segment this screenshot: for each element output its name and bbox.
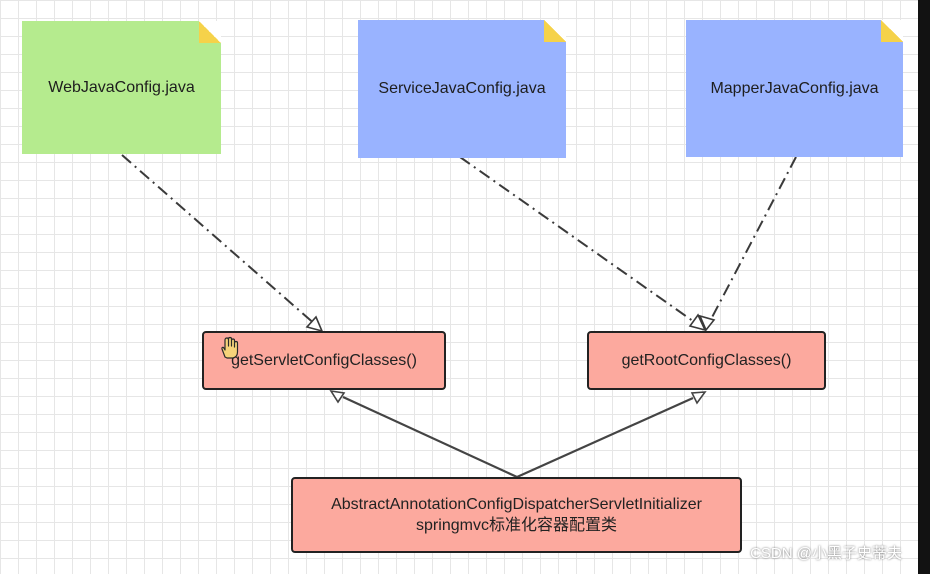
mapper-to-root-arrow [707,156,797,326]
initializer-to-root-line [516,396,694,479]
initializer-to-servlet-line [342,396,518,478]
service-arrowhead [688,313,707,332]
note-fold-corner [544,20,566,42]
web-config-label: WebJavaConfig.java [48,78,195,96]
initializer-class-name: AbstractAnnotationConfigDispatcherServle… [331,496,702,513]
note-fold-corner [881,20,903,42]
window-edge [918,0,930,574]
web-config-note: WebJavaConfig.java [22,21,221,154]
web-to-servlet-arrow [121,154,318,327]
initializer-subtitle: springmvc标准化容器配置类 [416,517,617,534]
initializer-class-box: AbstractAnnotationConfigDispatcherServle… [291,477,742,553]
servlet-config-method-label: getServletConfigClasses() [231,352,417,369]
servlet-config-method-box: getServletConfigClasses() [202,331,446,390]
mapper-config-label: MapperJavaConfig.java [710,79,879,97]
web-arrowhead [305,315,324,333]
hand-cursor-icon [221,336,239,359]
servlet-arrowhead [329,389,346,404]
mapper-arrowhead [698,314,716,332]
root-arrowhead [690,391,707,405]
service-to-root-arrow [459,156,701,327]
root-config-method-label: getRootConfigClasses() [621,352,792,369]
service-config-note: ServiceJavaConfig.java [358,20,566,158]
root-config-method-box: getRootConfigClasses() [587,331,826,390]
service-config-label: ServiceJavaConfig.java [378,80,546,97]
mapper-config-note: MapperJavaConfig.java [686,20,903,157]
note-fold-corner [199,21,221,43]
watermark: CSDN @小黑子史蒂夫 [750,545,902,562]
